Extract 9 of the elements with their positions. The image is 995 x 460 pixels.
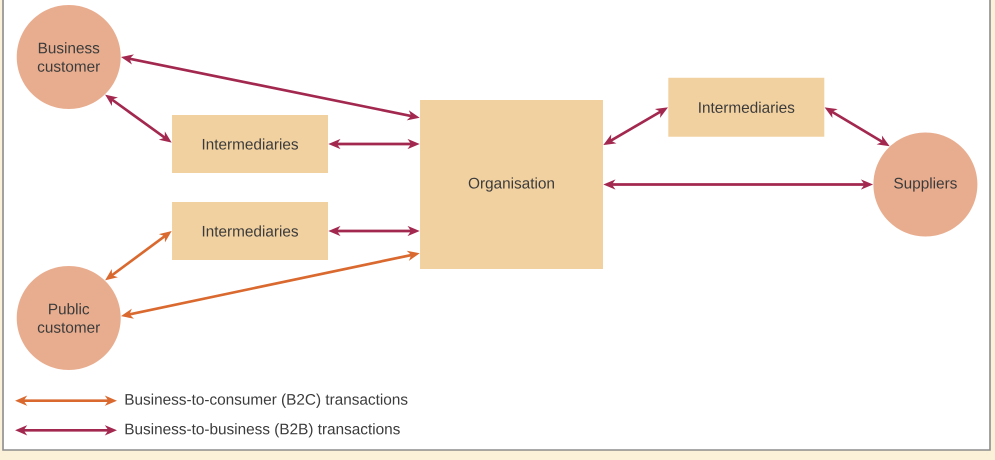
circle-node: Public customer [16, 266, 121, 370]
legend-text: Business-to-consumer (B2C) transactions [126, 394, 408, 408]
legend-text: Business-to-business (B2B) transactions [126, 423, 400, 438]
rectangle-node: Organisation [420, 100, 603, 269]
circle-node: Business customer [16, 5, 121, 109]
rectangle-node: Intermediaries [172, 202, 328, 260]
rectangle-node: Intermediaries [668, 78, 824, 137]
rectangle-node: Intermediaries [172, 115, 328, 173]
circle-node: Suppliers [873, 132, 978, 236]
